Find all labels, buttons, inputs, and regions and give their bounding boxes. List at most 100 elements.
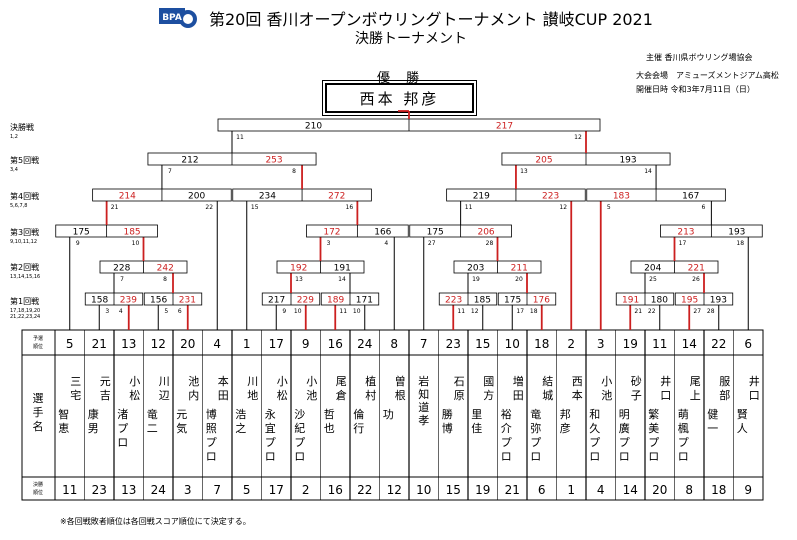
player-name-char: ロ [648,450,659,463]
lane-number: 5 [164,308,168,315]
player-name-char: 國 [483,375,494,388]
score-left: 203 [467,264,484,274]
score-right: 223 [542,192,559,202]
seed-number: 10 [505,337,520,351]
player-name-char: 孝 [418,414,429,427]
player-name-char: 部 [719,388,730,402]
player-header-char: 手 [33,405,44,419]
player-name-char: 倉 [336,388,347,402]
seed-number: 23 [446,337,461,351]
seed-number: 5 [66,337,74,351]
player-name-char: プ [619,436,630,449]
final-rank-number: 8 [685,483,693,497]
player-name-char: 本 [572,388,583,402]
lane-number: 12 [574,134,582,141]
player-name-char: 辺 [159,389,170,402]
lane-number: 18 [530,308,538,315]
player-name-char: ロ [678,450,689,463]
player-name-char: 尾 [690,375,701,388]
lane-number: 6 [178,308,182,315]
score-left: 172 [323,228,340,238]
player-name-char: 三 [70,375,81,388]
score-right: 231 [179,296,196,306]
venue-text: 大会会場 アミューズメントジアム高松 [636,71,779,80]
lane-number: 19 [472,276,480,283]
player-name-char: 彦 [560,421,571,435]
lane-number: 25 [649,276,657,283]
player-name-char: 結 [542,374,553,388]
seed-header-part: 順位 [33,343,43,350]
player-name-char: ロ [619,450,630,463]
player-name-char: 砂 [631,375,642,388]
score-right: 211 [511,264,528,274]
score-right: 185 [474,296,491,306]
final-rank-number: 1 [567,483,575,497]
score-left: 195 [681,296,698,306]
player-name-char: 也 [324,422,335,435]
final-rank-number: 20 [652,483,667,497]
player-name-char: プ [206,436,217,449]
score-right: 242 [157,264,174,274]
player-name-char: 佳 [471,421,482,435]
player-name-char: 井 [749,374,760,388]
final-rank-number: 9 [744,483,752,497]
seed-number: 11 [652,337,667,351]
lane-number: 10 [353,308,361,315]
player-name-char: 小 [306,375,317,388]
player-name-char: ロ [589,450,600,463]
player-name-char: 渚 [117,408,128,421]
score-right: 217 [496,122,513,132]
player-name-char: 川 [159,375,170,388]
player-name-char: 服 [719,375,730,388]
lane-number: 3 [327,240,331,247]
player-name-char: 松 [277,388,288,402]
player-name-char: 康 [88,407,99,421]
player-name-char: 繁 [648,407,659,421]
player-header-char: 選 [33,392,44,405]
champion-name: 西本 邦彦 [359,89,440,108]
seed-number: 17 [269,337,284,351]
player-name-char: 原 [454,389,465,402]
player-name-char: 曽 [395,374,406,388]
player-name-char: 岩 [418,374,429,388]
seed-number: 19 [623,337,638,351]
player-name-char: 倫 [353,407,364,421]
player-name-char: 勝 [442,407,453,421]
player-name-char: 男 [88,422,99,435]
player-name-char: 博 [206,408,217,421]
final-rank-number: 3 [184,483,192,497]
final-rank-header-part: 順位 [33,489,43,496]
player-name-char: 小 [601,375,612,388]
player-name-char: プ [501,436,512,449]
player-name-char: 沙 [294,408,305,421]
player-name-char: 美 [648,422,659,435]
score-right: 171 [356,296,373,306]
player-name-char: ロ [265,450,276,463]
player-name-char: プ [294,436,305,449]
score-right: 193 [728,228,745,238]
lane-number: 16 [346,204,354,211]
lane-number: 10 [132,240,140,247]
player-name-char: 植 [365,374,376,388]
score-left: 212 [181,156,198,166]
player-name-char: 一 [707,422,718,435]
bpa-logo: BPA [159,8,197,30]
lane-number: 6 [701,204,705,211]
player-name-char: 小 [129,375,140,388]
final-rank-number: 24 [151,483,166,497]
final-rank-number: 22 [357,483,372,497]
seed-number: 18 [534,337,549,351]
score-left: 189 [327,296,344,306]
lane-number: 8 [292,168,296,175]
final-rank-number: 17 [269,483,284,497]
score-right: 191 [334,264,351,274]
score-right: 206 [477,228,494,238]
player-name-char: 二 [147,422,158,435]
score-left: 213 [677,228,694,238]
final-rank-number: 11 [62,483,77,497]
lane-number: 21 [634,308,642,315]
score-left: 158 [91,296,108,306]
